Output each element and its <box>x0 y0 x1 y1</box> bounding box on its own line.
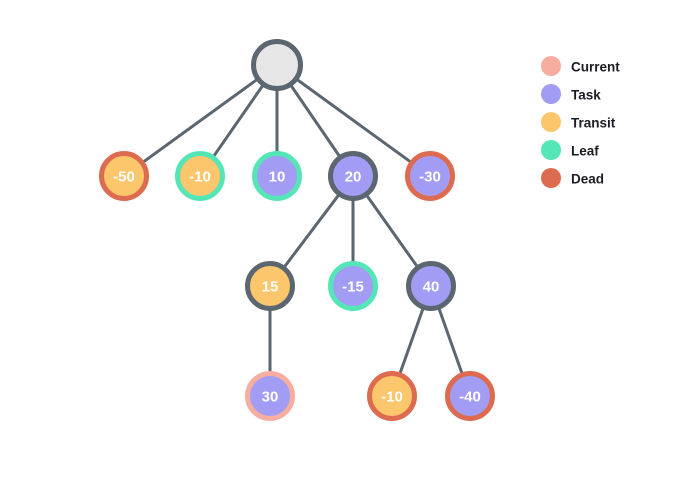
node-circle <box>245 261 295 311</box>
node-circle <box>175 151 225 201</box>
tree-node[interactable]: -10 <box>367 371 417 421</box>
tree-node[interactable]: -15 <box>328 261 378 311</box>
tree-edge <box>140 77 260 165</box>
legend-label: Leaf <box>571 144 599 159</box>
legend-label: Task <box>571 88 601 103</box>
legend-color-swatch <box>541 168 561 188</box>
legend-label: Transit <box>571 116 616 131</box>
tree-node[interactable]: 15 <box>245 261 295 311</box>
tree-node[interactable]: 40 <box>406 261 456 311</box>
legend-color-swatch <box>541 84 561 104</box>
node-circle <box>251 39 303 91</box>
node-circle <box>406 261 456 311</box>
legend-item[interactable]: Task <box>541 84 601 104</box>
tree-node[interactable]: 30 <box>245 371 295 421</box>
node-layer: -50 -10 10 20 -30 15 -15 40 30 -10 -40 <box>99 39 495 421</box>
tree-node[interactable]: 20 <box>328 151 378 201</box>
tree-node[interactable]: -30 <box>405 151 455 201</box>
tree-edge <box>211 82 266 160</box>
legend-item[interactable]: Dead <box>541 168 604 188</box>
tree-edge <box>436 305 465 377</box>
legend-color-swatch <box>541 56 561 76</box>
node-circle <box>328 151 378 201</box>
legend-color-swatch <box>541 140 561 160</box>
tree-node[interactable]: 10 <box>252 151 302 201</box>
node-circle <box>245 371 295 421</box>
tree-node[interactable]: -40 <box>445 371 495 421</box>
edge-layer <box>140 77 465 377</box>
legend-item[interactable]: Leaf <box>541 140 599 160</box>
legend-item[interactable]: Transit <box>541 112 616 132</box>
node-circle <box>445 371 495 421</box>
tree-edge <box>288 82 343 160</box>
legend-label: Current <box>571 60 620 75</box>
tree-node[interactable]: -10 <box>175 151 225 201</box>
node-circle <box>328 261 378 311</box>
node-circle <box>252 151 302 201</box>
tree-node[interactable]: -50 <box>99 151 149 201</box>
tree-edge <box>364 192 420 270</box>
tree-edge <box>281 192 342 270</box>
legend-color-swatch <box>541 112 561 132</box>
node-circle <box>367 371 417 421</box>
tree-edge <box>397 305 426 377</box>
tree-node-root[interactable] <box>251 39 303 91</box>
node-circle <box>99 151 149 201</box>
tree-edge <box>294 77 414 165</box>
legend-label: Dead <box>571 172 604 187</box>
legend-item[interactable]: Current <box>541 56 620 76</box>
node-circle <box>405 151 455 201</box>
